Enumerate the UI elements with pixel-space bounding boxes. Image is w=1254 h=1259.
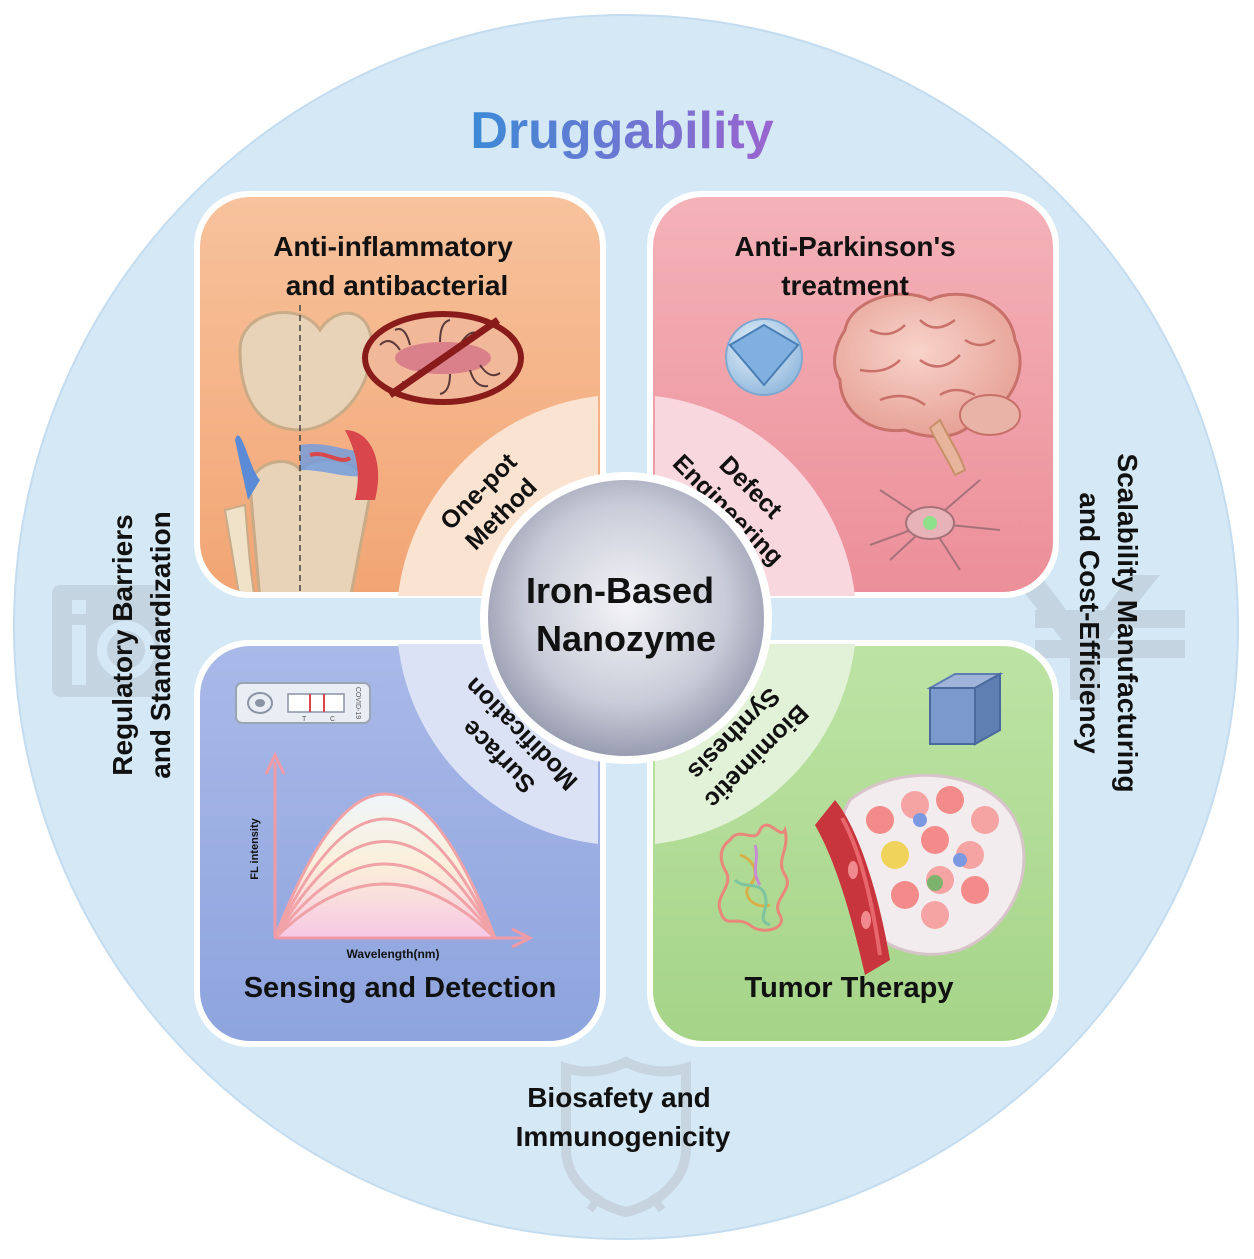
- regulatory-watermark-icon: [52, 585, 160, 697]
- tumor-microenvironment: [815, 773, 1026, 975]
- fl-spectrum-chart: FL intensity Wavelength(nm): [249, 751, 534, 961]
- shield-watermark-icon: [561, 1056, 691, 1218]
- biosafety-line1: Biosafety and: [527, 1082, 711, 1113]
- spectrum-curve-2: [273, 817, 497, 939]
- label-regulatory-barriers: Regulatory Barriers and Standardization: [107, 511, 176, 779]
- center-title-line1: Iron-Based: [526, 570, 714, 611]
- anti-parkinsons-title-line2: treatment: [781, 270, 909, 301]
- scalability-line1: Scalability Manufacturing: [1112, 453, 1143, 792]
- spectrum-curve-3: [273, 840, 497, 939]
- regulatory-line2: and Standardization: [145, 511, 176, 779]
- label-scalability: Scalability Manufacturing and Cost-Effic…: [1074, 453, 1143, 792]
- covid-test-strip: T C COVID-19: [235, 682, 371, 724]
- no-bacteria-icon: [362, 311, 524, 405]
- regulatory-line1: Regulatory Barriers: [107, 514, 138, 775]
- chart-ylabel: FL intensity: [249, 817, 261, 879]
- neuron-icon: [869, 479, 1001, 571]
- tumor-therapy-title: Tumor Therapy: [745, 972, 954, 1004]
- x-axis-arrow: [511, 927, 534, 949]
- spectrum-curve-1: [273, 792, 497, 939]
- druggability-title: Druggability: [470, 102, 773, 160]
- center-circle: [488, 480, 764, 756]
- anti-parkinsons-title-line1: Anti-Parkinson's: [734, 231, 955, 262]
- biosafety-line2: Immunogenicity: [516, 1121, 731, 1152]
- spectrum-curve-4: [273, 862, 497, 939]
- nanocube-icon: [926, 672, 1004, 746]
- yen-watermark-icon: [1010, 575, 1185, 700]
- protein-structure-icon: [717, 823, 789, 932]
- anti-inflammatory-title-line1: Anti-inflammatory: [273, 231, 513, 262]
- strip-c-label: C: [330, 716, 335, 723]
- liposome-sphere-icon: [725, 318, 803, 396]
- anti-inflammatory-title-line2: and antibacterial: [286, 270, 509, 301]
- center-title-line2: Nanozyme: [536, 618, 716, 659]
- spectrum-curve-5: [273, 882, 497, 940]
- y-axis-arrow: [264, 751, 286, 775]
- chart-xlabel: Wavelength(nm): [347, 947, 440, 961]
- strip-covid-label: COVID-19: [354, 687, 361, 719]
- scalability-line2: and Cost-Efficiency: [1074, 492, 1105, 754]
- strip-t-label: T: [302, 716, 307, 723]
- sensing-detection-title: Sensing and Detection: [244, 972, 557, 1004]
- brain-icon: [833, 292, 1022, 477]
